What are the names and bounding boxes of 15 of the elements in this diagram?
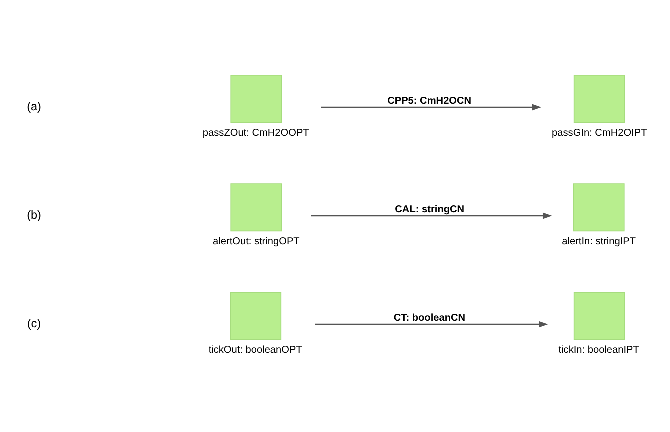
arrow [311,212,552,220]
node-label: tickIn: booleanIPT [558,344,640,356]
node-label: passGIn: CmH2OIPT [552,128,648,139]
label: (a) [27,100,42,114]
arrow [315,321,548,328]
edge-label: CT: booleanCN [394,312,466,324]
node-label: passZOut: CmH2OOPT [202,128,310,139]
arrow [321,104,542,111]
node-label: alertOut: stringOPT [213,236,300,248]
edge-label: CPP5: CmH2OCN [388,96,472,107]
node-label: alertIn: stringIPT [562,236,636,248]
edge-label: CAL: stringCN [395,204,465,216]
label: (c) [27,318,42,331]
label: (b) [27,209,42,222]
node-label: tickOut: booleanOPT [208,344,302,356]
